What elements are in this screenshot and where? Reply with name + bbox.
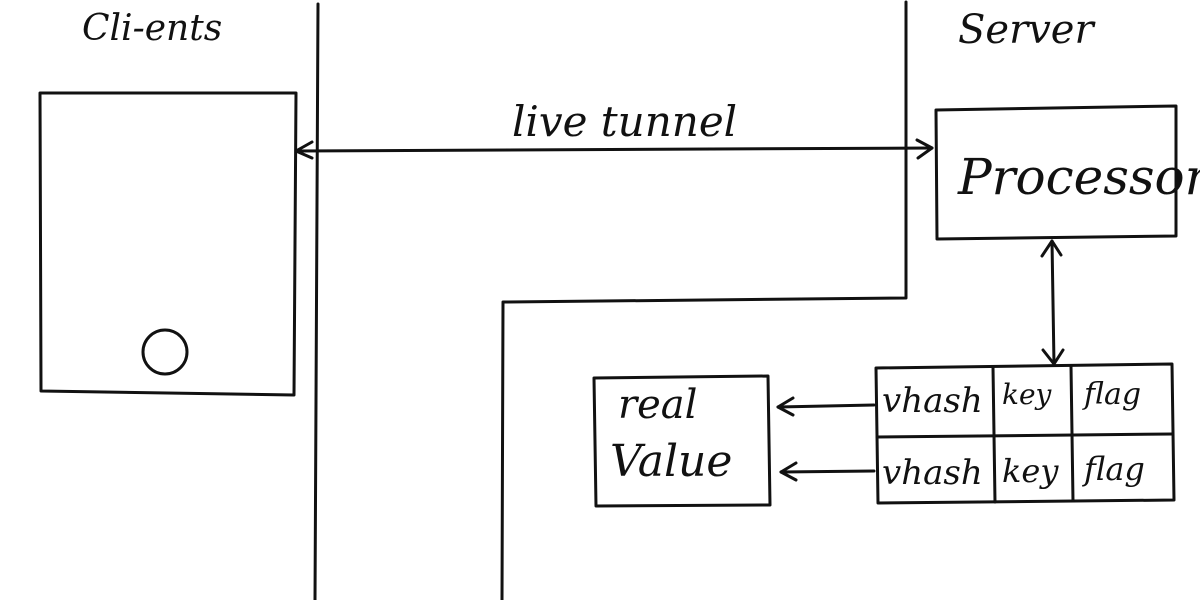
table-column-divider-2 <box>1069 364 1075 503</box>
table-cell-vhash: vhash <box>882 381 983 421</box>
tunnel-left-arrowhead <box>294 140 314 160</box>
processor-table-up-arrowhead <box>1040 239 1063 258</box>
table-row-divider <box>875 432 1175 439</box>
processor-frame <box>934 104 1178 241</box>
arrow-line <box>779 469 876 474</box>
processor-table-line <box>1050 239 1056 366</box>
tunnel-label: live tunnel <box>512 97 737 146</box>
server-boundary-line <box>500 0 908 600</box>
real-value-label-line2: Value <box>610 436 732 487</box>
client-device-frame <box>38 91 298 397</box>
arrowhead <box>776 396 795 417</box>
arrowhead <box>779 461 798 482</box>
real-value-label-line1: real <box>618 382 697 428</box>
table-cell-flag: flag <box>1082 377 1141 412</box>
arrow-line <box>776 403 876 409</box>
table-to-value-arrow <box>779 461 876 482</box>
real-value-frame <box>592 374 772 508</box>
table-cell-key: key <box>1002 452 1059 490</box>
table-row: vhash key flag <box>882 450 1145 493</box>
live-tunnel-arrow <box>294 138 934 160</box>
hash-table: vhash key flag vhash key flag <box>874 362 1176 505</box>
tunnel-right-arrowhead <box>915 138 934 160</box>
table-row: vhash key flag <box>882 377 1141 421</box>
table-cell-vhash: vhash <box>882 453 983 493</box>
processor-label: Processor <box>957 148 1200 206</box>
processor-table-arrow <box>1040 239 1065 366</box>
table-outline <box>874 362 1176 505</box>
table-cell-flag: flag <box>1082 450 1145 488</box>
client-device <box>38 91 298 397</box>
client-label: Cli-ents <box>82 8 222 49</box>
processor-table-down-arrowhead <box>1041 348 1065 366</box>
table-column-divider-1 <box>991 365 997 504</box>
server-label: Server <box>958 7 1096 53</box>
client-device-home-button <box>141 328 189 376</box>
table-to-value-arrow <box>776 396 876 417</box>
client-boundary-line <box>313 2 320 600</box>
tunnel-line <box>294 146 934 153</box>
table-cell-key: key <box>1002 378 1053 411</box>
real-value-box: real Value <box>592 374 772 508</box>
processor-box: Processor <box>934 104 1200 241</box>
